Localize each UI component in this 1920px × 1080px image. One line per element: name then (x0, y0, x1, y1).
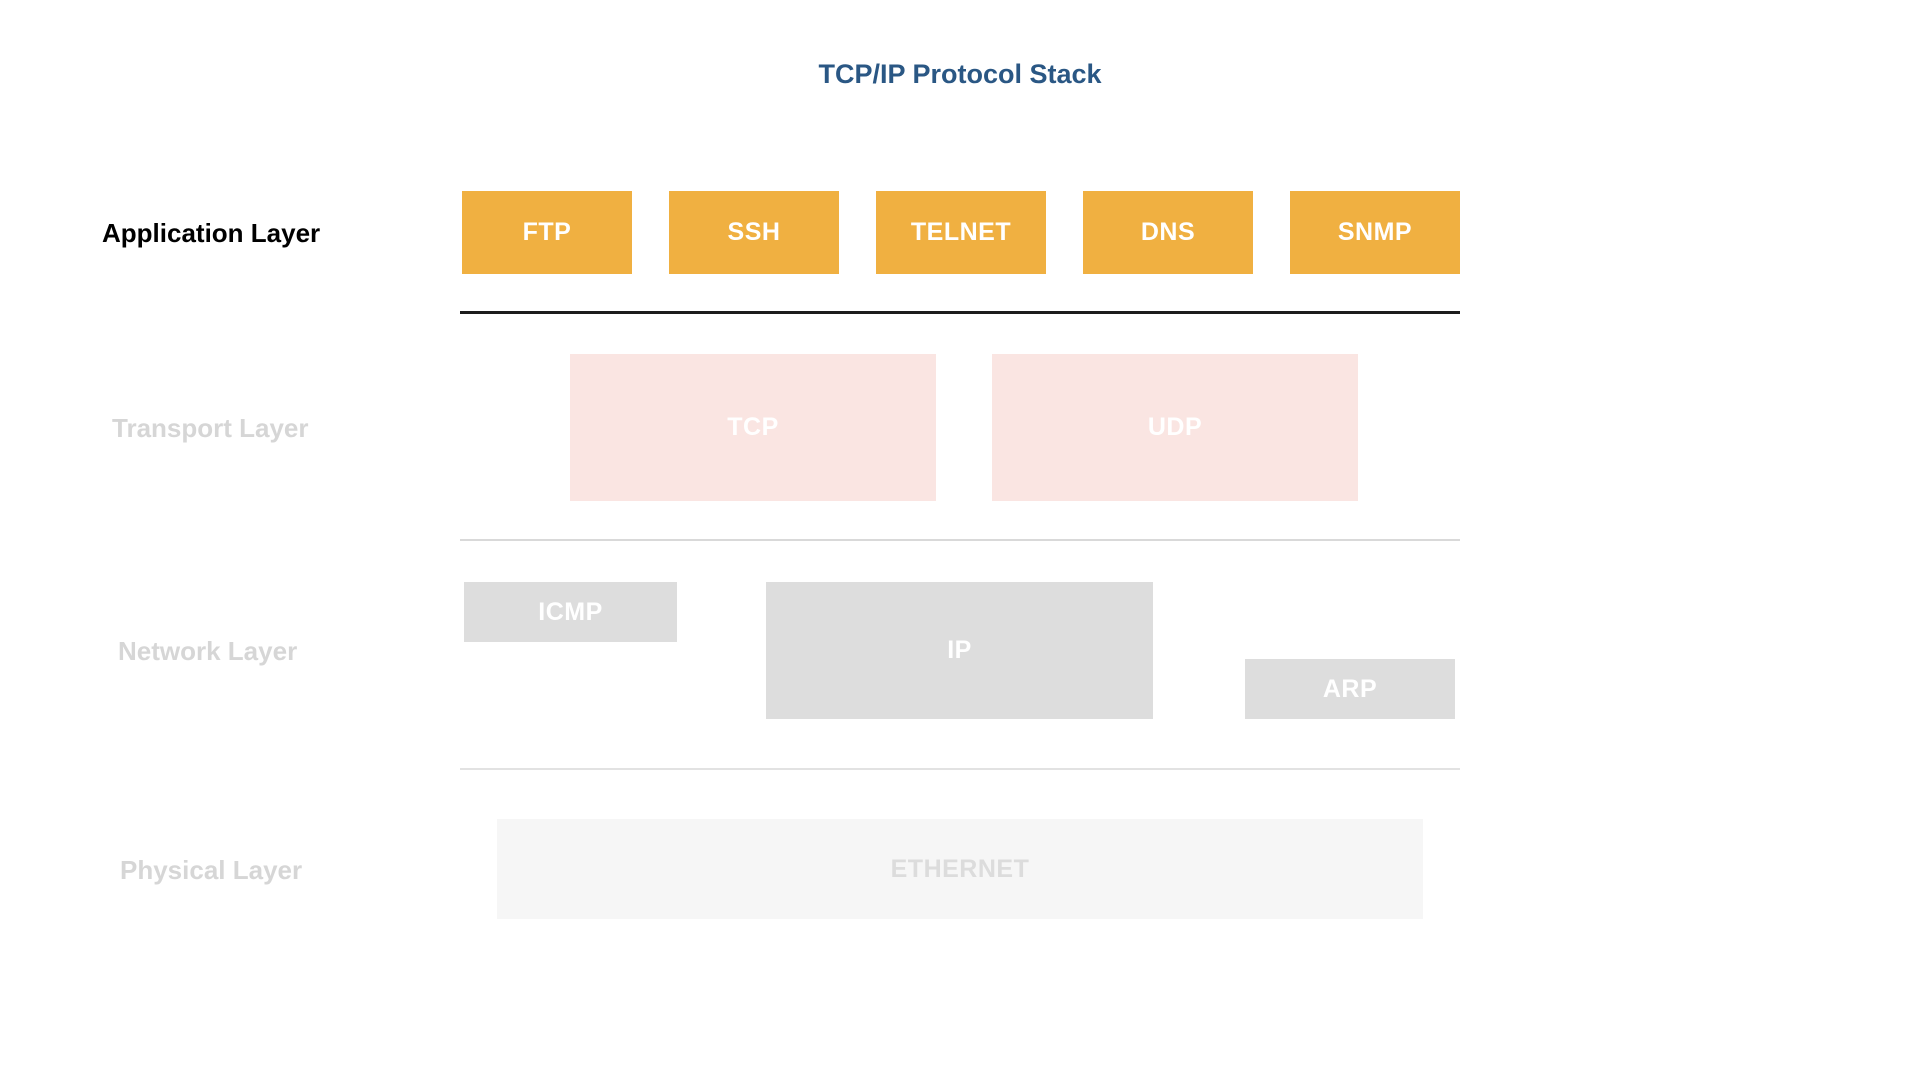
diagram-title: TCP/IP Protocol Stack (818, 59, 1102, 89)
layer-label-transport: Transport Layer (112, 413, 309, 443)
divider-transport-network (460, 539, 1460, 541)
protocol-box-snmp: SNMP (1290, 191, 1460, 274)
layer-label-network: Network Layer (118, 636, 298, 666)
layer-label-application: Application Layer (102, 218, 321, 248)
layer-label-physical: Physical Layer (120, 855, 303, 885)
protocol-box-ethernet: ETHERNET (497, 819, 1423, 919)
protocol-box-tcp: TCP (570, 354, 936, 501)
divider-network-physical (460, 768, 1460, 770)
divider-application-transport (460, 311, 1460, 314)
protocol-box-udp: UDP (992, 354, 1358, 501)
protocol-box-ftp: FTP (462, 191, 632, 274)
protocol-box-ip: IP (766, 582, 1153, 719)
protocol-box-dns: DNS (1083, 191, 1253, 274)
protocol-box-telnet: TELNET (876, 191, 1046, 274)
protocol-box-ssh: SSH (669, 191, 839, 274)
protocol-box-icmp: ICMP (464, 582, 677, 642)
protocol-box-arp: ARP (1245, 659, 1455, 719)
